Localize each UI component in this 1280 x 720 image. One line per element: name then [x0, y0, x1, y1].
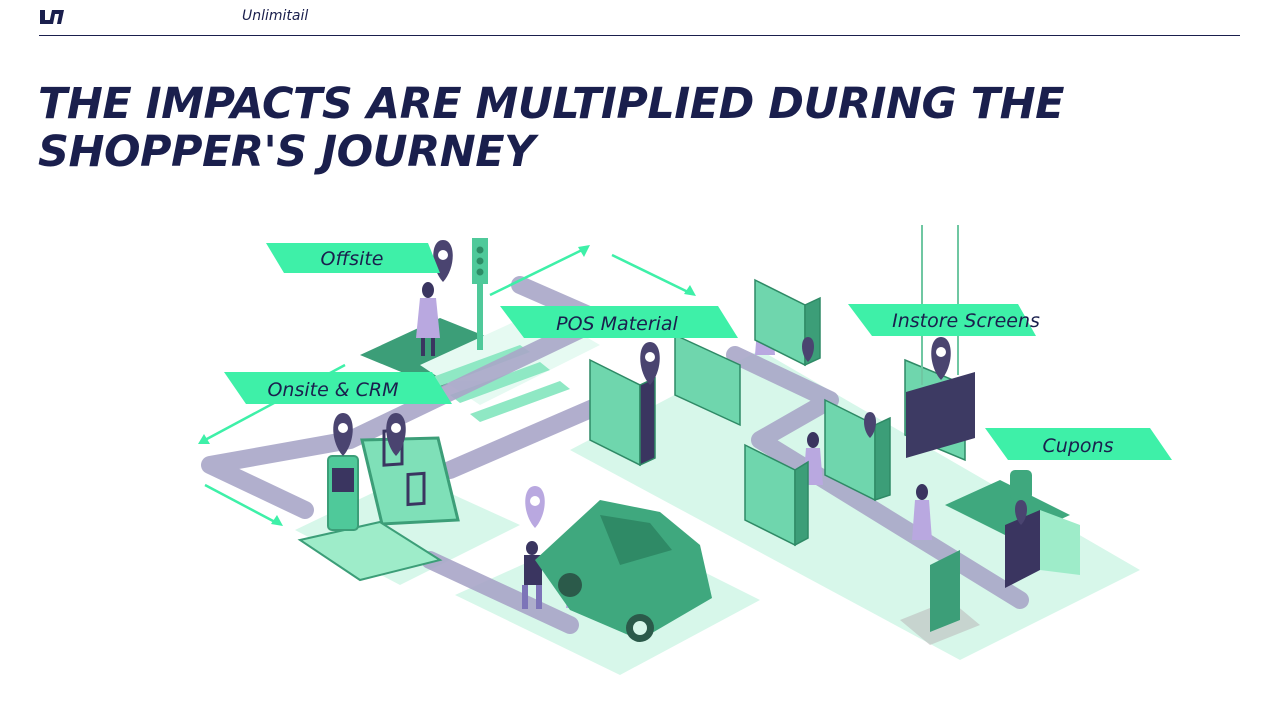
tag-onsite-crm: Onsite & CRM — [224, 372, 452, 404]
location-pin-icon — [640, 342, 660, 385]
tag-instore-screens: Instore Screens — [848, 304, 1040, 336]
location-pin-icon — [433, 240, 453, 282]
tag-cupons-label: Cupons — [1043, 435, 1114, 457]
tag-instore-screens-label: Instore Screens — [892, 310, 1040, 332]
location-pin-icon — [525, 486, 545, 528]
tag-pos-material-label: POS Material — [556, 313, 678, 335]
tag-pos-material: POS Material — [500, 306, 738, 338]
tag-offsite-label: Offsite — [321, 248, 384, 270]
tag-onsite-crm-label: Onsite & CRM — [267, 379, 398, 401]
tag-offsite: Offsite — [266, 243, 440, 273]
tag-cupons: Cupons — [985, 428, 1172, 460]
